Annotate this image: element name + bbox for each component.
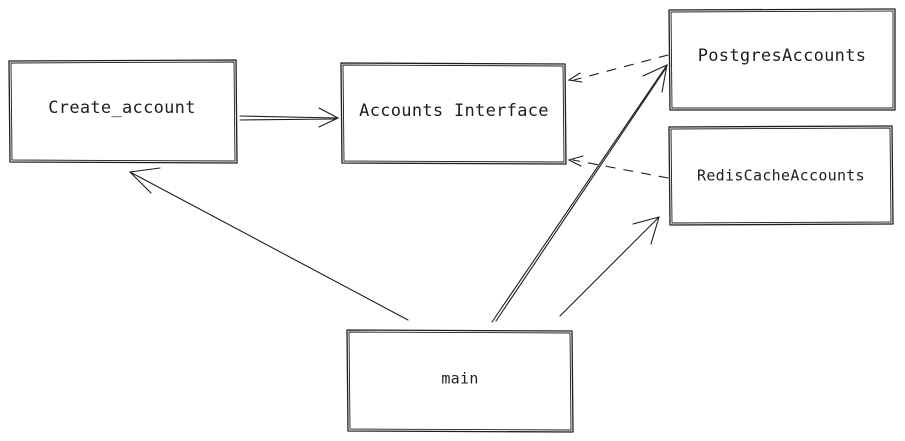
node-label-main: main [441,370,478,388]
edge-main-to-rediscache [559,216,660,317]
edge-main-to-create-account [128,167,409,321]
edge-main-to-postgres [491,64,668,323]
node-postgres-accounts[interactable]: PostgresAccounts [668,8,896,111]
edges [128,54,669,323]
edge-postgres-to-accounts-interface [567,54,669,83]
node-label-create-account: Create_account [48,98,196,118]
edge-rediscache-to-accounts-interface [567,155,669,179]
edge-create-account-to-accounts-interface [239,107,340,128]
node-main[interactable]: main [346,329,574,433]
node-label-rediscache-accounts: RedisCacheAccounts [697,167,865,185]
node-label-postgres-accounts: PostgresAccounts [698,46,867,66]
node-label-accounts-interface: Accounts Interface [359,101,549,121]
node-accounts-interface[interactable]: Accounts Interface [340,62,567,165]
node-create-account[interactable]: Create_account [8,59,238,164]
node-rediscache-accounts[interactable]: RedisCacheAccounts [668,125,894,226]
